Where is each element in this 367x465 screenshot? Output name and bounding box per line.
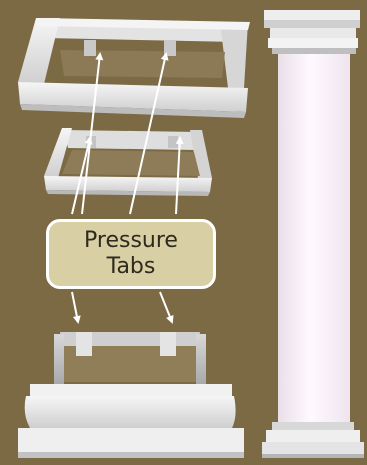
pressure-tabs-callout: Pressure Tabs [46,219,216,289]
arrow-icon [72,138,90,214]
middle-cap-piece [44,128,212,196]
arrow-icon [160,292,172,322]
top-cap-piece [18,18,250,118]
base-piece [18,332,244,458]
callout-line-2: Tabs [107,254,156,280]
callout-line-1: Pressure [84,228,178,254]
assembled-column [262,10,364,458]
arrow-icon [72,292,78,322]
